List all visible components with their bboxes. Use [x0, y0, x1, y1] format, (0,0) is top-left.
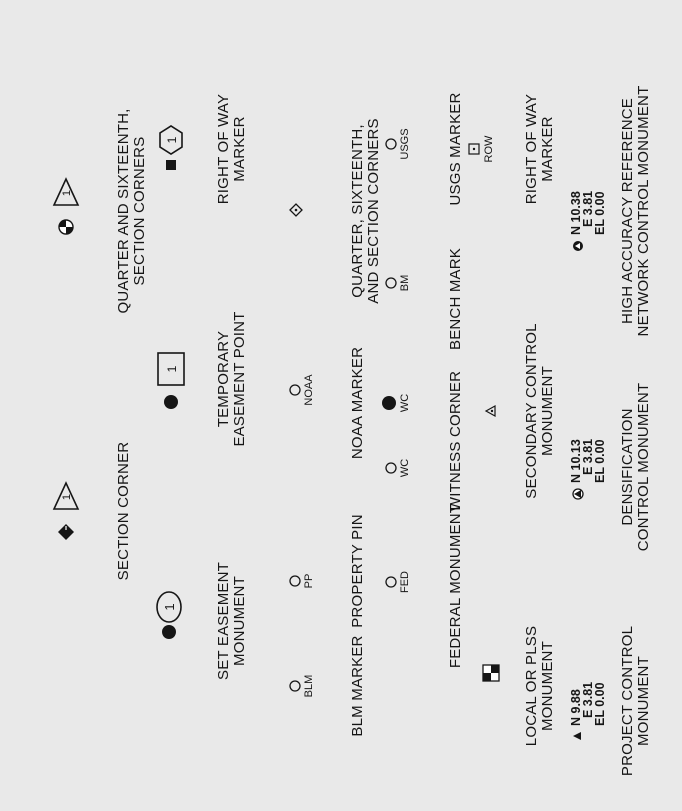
svg-text:1: 1 [162, 603, 177, 610]
svg-text:1: 1 [165, 136, 179, 143]
blm-marker-symbol [289, 680, 301, 692]
usgs-marker-label: USGS MARKER [447, 92, 464, 206]
local-plss-monument-label-line1: LOCAL OR PLSS [523, 625, 540, 747]
row-marker-tag: ROW [483, 135, 495, 163]
densification-control-monument-label: DENSIFICATION CONTROL MONUMENT [619, 382, 652, 552]
federal-monument-tag: FED [399, 571, 411, 593]
row-marker-small-symbol [468, 143, 480, 155]
secondary-control-monument-label-line2: MONUMENT [539, 366, 556, 456]
bench-mark-tag: BM [399, 274, 411, 292]
project-control-monument-coords: N 9.88 E 3.81 EL 0.00 [569, 682, 607, 726]
svg-text:1: 1 [61, 494, 73, 500]
project-control-monument-label: PROJECT CONTROL MONUMENT [619, 625, 652, 777]
local-plss-monument-label-line2: MONUMENT [539, 641, 556, 731]
blm-marker-label: BLM MARKER [349, 635, 366, 737]
high-accuracy-reference-network-label-line1: HIGH ACCURACY REFERENCE [619, 97, 636, 325]
blm-marker-tag: BLM [303, 674, 315, 698]
high-accuracy-elevation: EL 0.00 [593, 191, 607, 235]
right-of-way-marker-label-line2: MARKER [231, 116, 248, 182]
high-accuracy-reference-network-label: HIGH ACCURACY REFERENCE NETWORK CONTROL … [619, 85, 652, 337]
quarter-sixteenth-section-corners-label-line2: SECTION CORNERS [131, 136, 148, 286]
right-of-way-marker-row4-line1: RIGHT OF WAY [523, 93, 540, 205]
quarter-sixteenth-section-corners-label: QUARTER AND SIXTEENTH, SECTION CORNERS [115, 108, 148, 314]
right-of-way-marker-row4-line2: MARKER [539, 116, 556, 182]
set-easement-monument-symbol: 1 [154, 591, 184, 639]
noaa-marker-tag: NOAA [303, 374, 315, 406]
property-pin-tag: PP [303, 573, 315, 589]
property-pin-label: PROPERTY PIN [349, 514, 366, 628]
right-of-way-marker-label: RIGHT OF WAY MARKER [215, 93, 248, 205]
project-control-monument-label-line2: MONUMENT [635, 656, 652, 746]
witness-corner-filled-tag: WC [399, 393, 411, 413]
bench-mark-label: BENCH MARK [447, 247, 464, 351]
quarter-sixteenth-section-corners-diamond [289, 203, 303, 217]
temporary-easement-point-label-line2: EASEMENT POINT [231, 311, 248, 447]
high-accuracy-reference-network-coords: N 10.38 E 3.81 EL 0.00 [569, 191, 607, 235]
federal-monument-label: FEDERAL MONUMENT [447, 503, 464, 669]
right-of-way-marker-label-line1: RIGHT OF WAY [215, 93, 232, 205]
usgs-marker-symbol [385, 138, 397, 150]
temporary-easement-point-label: TEMPORARY EASEMENT POINT [215, 311, 248, 447]
secondary-control-monument-label-line1: SECONDARY CONTROL [523, 323, 540, 499]
quarter-sixteenth-section-corners-row2-line1: QUARTER, SIXTEENTH, [349, 124, 366, 298]
local-plss-monument-symbol [482, 664, 500, 682]
svg-text:1: 1 [61, 190, 73, 196]
secondary-control-monument-label: SECONDARY CONTROL MONUMENT [523, 323, 556, 499]
set-easement-monument-label-line1: SET EASEMENT [215, 562, 232, 680]
witness-corner-label: WITNESS CORNER [447, 370, 464, 512]
federal-monument-symbol [385, 576, 397, 588]
secondary-control-monument-symbol [484, 404, 497, 418]
project-control-elevation: EL 0.00 [593, 682, 607, 726]
high-accuracy-reference-network-symbol [572, 240, 584, 252]
right-of-way-marker-label-row4: RIGHT OF WAY MARKER [523, 93, 556, 205]
temporary-easement-point-symbol: 1 [156, 349, 186, 409]
right-of-way-marker-symbol: 1 [156, 123, 186, 171]
densification-control-monument-symbol [572, 488, 584, 500]
temporary-easement-point-label-line1: TEMPORARY [215, 330, 232, 428]
project-control-monument-symbol [572, 731, 582, 741]
witness-corner-open-symbol [385, 462, 397, 474]
local-plss-monument-label: LOCAL OR PLSS MONUMENT [523, 625, 556, 747]
set-easement-monument-label: SET EASEMENT MONUMENT [215, 562, 248, 680]
witness-corner-open-tag: WC [399, 458, 411, 478]
section-corner-symbol: 1 [48, 479, 88, 540]
section-corner-label: SECTION CORNER [115, 441, 132, 581]
svg-text:1: 1 [165, 365, 179, 372]
bench-mark-symbol [385, 277, 397, 289]
densification-control-monument-coords: N 10.13 E 3.81 EL 0.00 [569, 439, 607, 483]
noaa-marker-label: NOAA MARKER [349, 346, 366, 460]
project-control-monument-label-line1: PROJECT CONTROL [619, 625, 636, 777]
quarter-sixteenth-section-corners-label-line1: QUARTER AND SIXTEENTH, [115, 108, 132, 314]
noaa-marker-symbol [289, 384, 301, 396]
property-pin-symbol [289, 575, 301, 587]
densification-control-monument-label-line2: CONTROL MONUMENT [635, 382, 652, 552]
densification-control-monument-label-line1: DENSIFICATION [619, 408, 636, 526]
high-accuracy-reference-network-label-line2: NETWORK CONTROL MONUMENT [635, 85, 652, 337]
set-easement-monument-label-line2: MONUMENT [231, 576, 248, 666]
quarter-sixteenth-section-corners-label-row2: QUARTER, SIXTEENTH, AND SECTION CORNERS [349, 118, 382, 304]
witness-corner-filled-symbol [381, 395, 397, 411]
quarter-sixteenth-section-corners-symbol: 1 [48, 175, 88, 235]
usgs-marker-tag: USGS [399, 128, 411, 160]
densification-control-elevation: EL 0.00 [593, 439, 607, 483]
quarter-sixteenth-section-corners-row2-line2: AND SECTION CORNERS [365, 118, 382, 304]
